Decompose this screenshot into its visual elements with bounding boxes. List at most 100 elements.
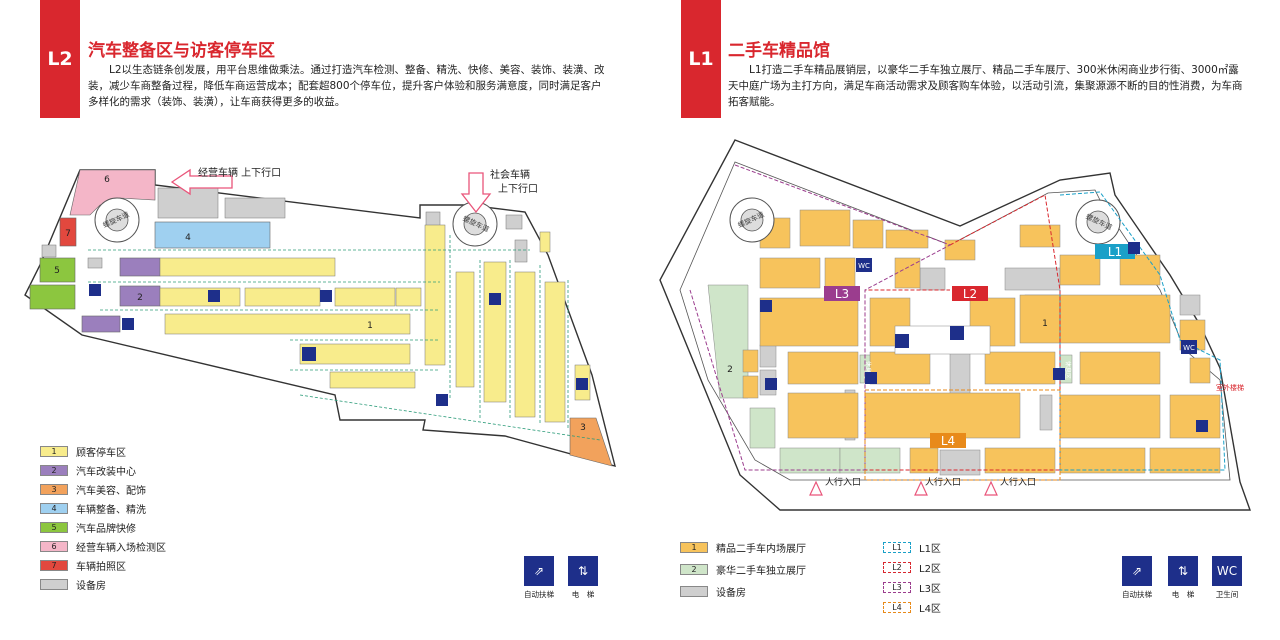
pedestrian-entrance[interactable]: 人行入口 [809, 476, 861, 496]
zone-2-modification[interactable] [119, 257, 161, 277]
zone-2-modification[interactable] [81, 315, 121, 333]
hall-number-1: 1 [1042, 319, 1048, 329]
zone-4-prep-wash[interactable] [154, 221, 271, 249]
panel-description-l2: L2以生态链条创发展，用平台思维做乘法。通过打造汽车检测、整备、精洗、快修、美容… [88, 62, 608, 110]
zone-tag-l1-text: L1 [1108, 245, 1122, 259]
entrance-arrow-public[interactable] [460, 172, 492, 214]
elevator-icon: ⇅ [1168, 556, 1198, 586]
wc-icon: WC [1212, 556, 1242, 586]
rest-area-label: 休息区 [864, 361, 872, 379]
escalator-icon [302, 347, 316, 361]
zone-legend-label: L4区 [919, 603, 941, 615]
legend-label: 豪华二手车独立展厅 [716, 565, 806, 577]
elevator-icon: ⇅ [568, 556, 598, 586]
elevator-icon [1128, 242, 1140, 254]
zone-tag-l3-text: L3 [835, 287, 849, 301]
icon-legend-escalator: ⇗ 自动扶梯 [524, 556, 554, 600]
zone-3-beauty[interactable] [569, 417, 613, 467]
pedestrian-entrance-label: 人行入口 [1000, 476, 1036, 488]
zone-tag-l2 [952, 286, 988, 301]
zone-5-quick-repair[interactable] [39, 257, 76, 283]
outdoor-stairs-label: 室外楼梯 [1216, 383, 1244, 392]
pedestrian-entrance-label: 人行入口 [925, 476, 961, 488]
zone-1-customer-parking[interactable] [159, 224, 591, 423]
pedestrian-entrance[interactable]: 人行入口 [984, 476, 1036, 496]
wc-icon [1181, 340, 1197, 354]
legend-item: 1 精品二手车内场展厅 [680, 540, 806, 555]
zone-legend-label: L3区 [919, 583, 941, 595]
elevator-icon [208, 290, 220, 302]
legend-label: 顾客停车区 [76, 447, 126, 459]
elevator-icon [1053, 368, 1065, 380]
legend-label: 精品二手车内场展厅 [716, 543, 806, 555]
legend-label: 汽车品牌快修 [76, 523, 136, 535]
zone-legend-swatch: L3 [883, 581, 911, 593]
legend-swatch [40, 578, 68, 590]
description-text-l1: L1打造二手车精品展销层，以豪华二手车独立展厅、精品二手车展厅、300米休闲商业… [728, 64, 1243, 108]
legend-swatch: 3 [40, 483, 68, 495]
equipment-room [41, 244, 57, 258]
entrance-arrow-business[interactable] [170, 168, 233, 196]
legend-swatch: 4 [40, 502, 68, 514]
icon-legend-elevator: ⇅ 电 梯 [568, 556, 598, 600]
legend-label: 汽车改装中心 [76, 466, 136, 478]
icon-legend-label: 卫生间 [1215, 590, 1239, 599]
elevator-icon [489, 293, 501, 305]
equipment-room [87, 257, 103, 269]
icon-legend-label: 自动扶梯 [524, 590, 554, 599]
zone-legend-item: L3 L3区 [883, 580, 941, 595]
zone-legend-swatch: L1 [883, 541, 911, 553]
zone-2-luxury-hall[interactable] [707, 284, 1073, 474]
level-badge-l2: L2 [40, 0, 80, 118]
legend-label: 设备房 [716, 587, 746, 599]
wc-map-label: WC [858, 262, 870, 270]
zone-7-photo[interactable] [59, 217, 77, 247]
panel-title-l1: 二手车精品馆 [728, 41, 830, 61]
legend-swatch: 7 [40, 559, 68, 571]
panel-description-l1: L1打造二手车精品展销层，以豪华二手车独立展厅、精品二手车展厅、300米休闲商业… [728, 62, 1243, 110]
zone-number-3: 3 [580, 423, 586, 433]
legend-swatch: 2 [680, 563, 708, 575]
zone-1-premium-hall[interactable] [742, 209, 1221, 474]
hall-number-2: 2 [727, 365, 733, 375]
equipment-room [505, 214, 523, 230]
escalator-icon: ⇗ [1122, 556, 1152, 586]
icon-legend-elevator: ⇅ 电 梯 [1168, 556, 1198, 600]
legend-label: 经营车辆入场检测区 [76, 542, 166, 554]
zone-number-7: 7 [65, 229, 71, 239]
pedestrian-entrance-label: 人行入口 [825, 476, 861, 488]
zone-5-quick-repair[interactable] [29, 284, 76, 310]
description-text-l2: L2以生态链条创发展，用平台思维做乘法。通过打造汽车检测、整备、精洗、快修、美容… [88, 64, 605, 108]
pedestrian-entrance[interactable]: 人行入口 [914, 476, 961, 496]
panel-l1: L1 二手车精品馆 L1打造二手车精品展销层，以豪华二手车独立展厅、精品二手车展… [640, 0, 1280, 640]
legend-swatch: 1 [680, 541, 708, 553]
legend-l1: 1 精品二手车内场展厅 2 豪华二手车独立展厅 设备房 [680, 540, 900, 610]
elevator-icon [320, 290, 332, 302]
legend-swatch: 2 [40, 464, 68, 476]
elevator-icon [1196, 420, 1208, 432]
icon-legend-wc: WC 卫生间 [1212, 556, 1242, 600]
floor-map-l2[interactable]: 1 2 3 4 5 6 7 螺旋车道 螺旋车道 经营车辆 上下行口 社会车辆 上… [0, 0, 640, 640]
zone-tag-l1 [1095, 244, 1135, 259]
legend-item: 设备房 [40, 577, 106, 592]
elevator-icon [760, 300, 772, 312]
zone-number-4: 4 [185, 233, 191, 243]
legend-swatch: 6 [40, 540, 68, 552]
central-atrium[interactable] [894, 325, 991, 355]
equipment-room [224, 197, 286, 219]
zone-number-1: 1 [367, 321, 373, 331]
zone-legend-label: L2区 [919, 563, 941, 575]
legend-swatch [680, 585, 708, 597]
legend-item: 6 经营车辆入场检测区 [40, 539, 166, 554]
elevator-icon [865, 372, 877, 384]
floor-map-l1[interactable]: 螺旋车道 螺旋车道 L1 L2 L3 L4 1 2 休息区 休息区 [640, 0, 1280, 640]
wc-icon [856, 258, 872, 272]
elevator-icon [122, 318, 134, 330]
